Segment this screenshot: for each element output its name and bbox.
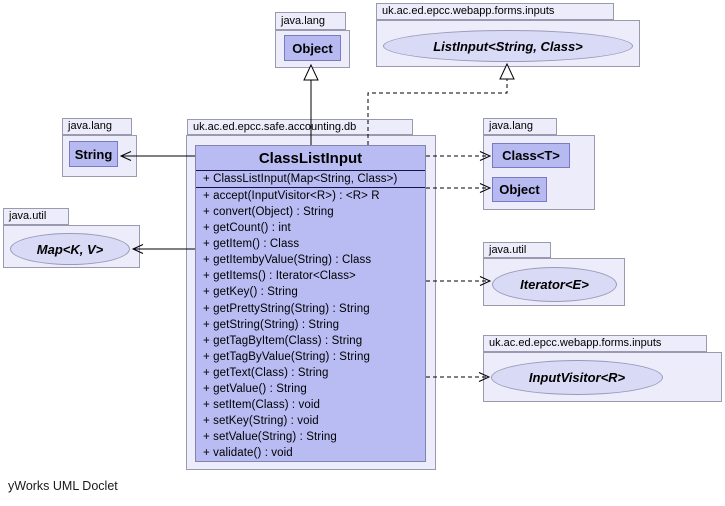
interface-listinput[interactable]: ListInput<String, Class> (383, 30, 633, 62)
package-name: uk.ac.ed.epcc.webapp.forms.inputs (382, 5, 555, 17)
class-object-right[interactable]: Object (492, 177, 547, 202)
package-tab-java-util-left: java.util (3, 208, 69, 225)
member-row: + getKey() : String (203, 286, 298, 299)
class-class-t[interactable]: Class<T> (492, 143, 570, 168)
member-row: + setValue(String) : String (203, 431, 337, 444)
class-string[interactable]: String (69, 141, 118, 167)
package-tab-java-lang-right: java.lang (483, 118, 557, 135)
package-tab-java-lang-top: java.lang (275, 12, 346, 30)
package-name: java.lang (68, 120, 113, 132)
package-name: java.lang (281, 14, 326, 27)
class-name-label: String (74, 146, 113, 162)
member-row: + setItem(Class) : void (203, 398, 321, 411)
member-row: + getValue() : String (203, 382, 307, 395)
package-name: java.util (9, 210, 47, 222)
interface-map[interactable]: Map<K, V> (10, 233, 130, 265)
class-name-label: Object (499, 182, 540, 197)
package-tab-java-util-right: java.util (483, 242, 551, 258)
member-row: + setKey(String) : void (203, 414, 319, 427)
member-row: + getTagByValue(String) : String (203, 350, 370, 363)
class-name-label: Object (292, 40, 333, 56)
package-tab-inputs-top: uk.ac.ed.epcc.webapp.forms.inputs (376, 3, 614, 20)
class-name-label: Class<T> (502, 148, 560, 163)
interface-name-label: Map<K, V> (36, 241, 104, 257)
member-row: + accept(InputVisitor<R>) : <R> R (203, 190, 380, 203)
member-row: + getString(String) : String (203, 318, 340, 331)
package-tab-safe-accounting-db: uk.ac.ed.epcc.safe.accounting.db (187, 119, 413, 135)
class-classlistinput: ClassListInput + ClassListInput(Map<Stri… (195, 145, 426, 462)
package-name: uk.ac.ed.epcc.safe.accounting.db (193, 120, 357, 133)
package-name: java.lang (489, 120, 534, 132)
member-row: + getItembyValue(String) : Class (203, 254, 372, 267)
member-list: + ClassListInput(Map<String, Class>)+ ac… (196, 171, 425, 461)
class-name-label: ClassListInput (258, 149, 363, 167)
package-tab-java-lang-left: java.lang (62, 118, 132, 135)
member-row: + getCount() : int (203, 222, 291, 235)
member-row: + convert(Object) : String (203, 206, 334, 219)
member-row: + getText(Class) : String (203, 366, 329, 379)
doclet-credit: yWorks UML Doclet (8, 479, 118, 493)
member-row: + getPrettyString(String) : String (203, 302, 370, 315)
class-title: ClassListInput (196, 146, 425, 171)
class-object-top[interactable]: Object (284, 35, 341, 61)
package-name: uk.ac.ed.epcc.webapp.forms.inputs (489, 337, 662, 349)
member-row: + validate() : void (203, 447, 293, 460)
interface-iterator[interactable]: Iterator<E> (492, 267, 617, 302)
member-row: + getItems() : Iterator<Class> (203, 270, 356, 283)
package-name: java.util (489, 243, 527, 256)
interface-name-label: InputVisitor<R> (528, 370, 626, 385)
interface-name-label: ListInput<String, Class> (433, 38, 583, 54)
member-row: + getItem() : Class (203, 238, 300, 251)
interface-inputvisitor[interactable]: InputVisitor<R> (491, 360, 663, 395)
member-row: + getTagByItem(Class) : String (203, 334, 363, 347)
member-row: + ClassListInput(Map<String, Class>) (196, 171, 425, 189)
interface-name-label: Iterator<E> (520, 277, 589, 292)
package-tab-inputs-right: uk.ac.ed.epcc.webapp.forms.inputs (483, 335, 707, 352)
